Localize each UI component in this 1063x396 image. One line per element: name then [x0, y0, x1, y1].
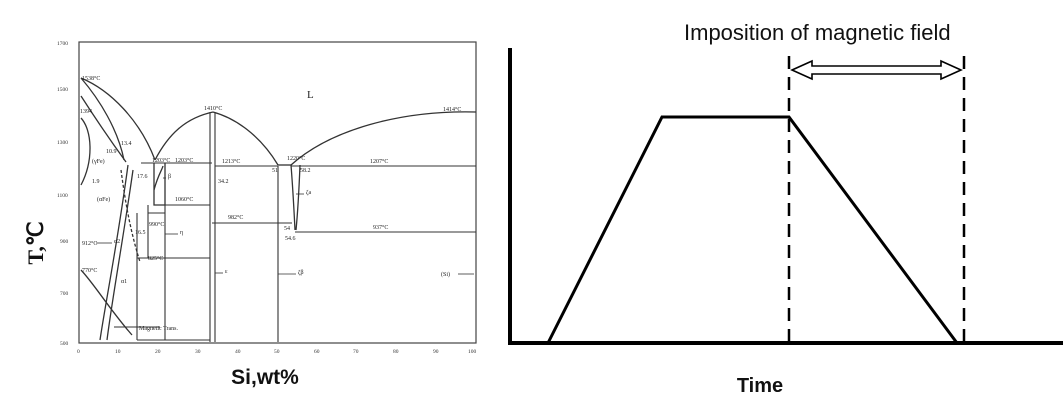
label-magnetic: Magnetic Trans. — [139, 326, 179, 332]
label-si-phase: (Si) — [441, 271, 450, 278]
label-gamma-fe: (γFe) — [92, 158, 105, 165]
liquidus-left — [80, 77, 156, 161]
label-1203: 1203°C — [175, 157, 193, 164]
y-tick-900: 900 — [60, 239, 69, 245]
y-tick-500: 500 — [60, 341, 69, 347]
label-825: 825°C — [148, 255, 163, 262]
alpha-boundary-2 — [106, 169, 134, 341]
label-1538: 1538°C — [82, 75, 100, 82]
label-770: 770°C — [82, 267, 97, 274]
y-axis-label: T,℃ — [23, 221, 48, 264]
label-982: 982°C — [228, 214, 243, 221]
compound-lines — [136, 112, 279, 342]
label-1394: 1394 — [80, 109, 92, 115]
isotherms — [114, 162, 476, 341]
x-tick-20: 20 — [155, 349, 161, 355]
timeline-title: Imposition of magnetic field — [684, 20, 951, 45]
label-1410: 1410°C — [204, 105, 222, 112]
label-1220: 1220°C — [287, 155, 305, 162]
x-axis-label: Si,wt% — [231, 366, 299, 389]
solidus-left — [80, 77, 125, 161]
label-912: 912°C — [82, 240, 97, 247]
x-tick-80: 80 — [393, 349, 399, 355]
phase-diagram: 1700 1500 1300 1100 900 700 500 0 10 20 … — [23, 41, 477, 389]
label-58-2: 58.2 — [300, 168, 311, 174]
phase-boundaries — [80, 77, 477, 341]
gamma-loop — [80, 117, 91, 186]
x-tick-100: 100 — [468, 349, 477, 355]
liquidus-left-2 — [80, 95, 127, 163]
label-epsilon: ε — [225, 269, 228, 275]
label-alpha2: α2 — [114, 239, 120, 245]
label-1207-right: 1207°C — [370, 158, 388, 165]
y-tick-1100: 1100 — [57, 193, 68, 199]
y-tick-1300: 1300 — [57, 140, 68, 146]
liquidus-dome-right — [212, 111, 279, 166]
label-13-4: 13.4 — [121, 141, 132, 147]
y-tick-700: 700 — [60, 291, 69, 297]
label-1213: 1213°C — [222, 158, 240, 165]
label-1414: 1414°C — [443, 106, 461, 113]
phase-diagram-frame — [78, 41, 477, 344]
x-tick-70: 70 — [353, 349, 359, 355]
liquidus-right — [290, 111, 477, 166]
order-dashed — [120, 169, 141, 263]
label-937: 937°C — [373, 224, 388, 231]
label-990: 990°C — [149, 221, 164, 228]
x-tick-50: 50 — [274, 349, 280, 355]
liquidus-dome-left — [154, 111, 214, 161]
x-tick-10: 10 — [115, 349, 121, 355]
label-1203-small: 1203°C — [152, 157, 170, 164]
timeline-x-label: Time — [737, 375, 783, 396]
y-tick-1700: 1700 — [57, 41, 68, 47]
beta-curve — [153, 165, 164, 191]
label-alpha1: α1 — [121, 279, 127, 285]
x-tick-60: 60 — [314, 349, 320, 355]
field-duration-arrow — [790, 59, 963, 81]
x-tick-0: 0 — [77, 349, 80, 355]
label-1060: 1060°C — [175, 196, 193, 203]
label-17-6: 17.6 — [137, 174, 148, 180]
label-34-2: 34.2 — [218, 179, 229, 185]
diagram-markers — [96, 177, 474, 275]
label-16-5: 16.5 — [135, 230, 146, 236]
label-1-9: 1.9 — [92, 179, 100, 185]
zeta-alpha-left — [290, 164, 296, 231]
label-alpha-fe: (αFe) — [97, 196, 110, 203]
label-10-9: 10.9 — [106, 149, 117, 155]
x-tick-40: 40 — [235, 349, 241, 355]
label-zeta-b: ζβ — [298, 269, 304, 276]
timeline-chart: Imposition of magnetic field Time — [508, 20, 1063, 396]
label-54: 54 — [284, 226, 290, 232]
label-liquid: L — [307, 89, 314, 101]
label-54-6: 54.6 — [285, 236, 296, 242]
label-beta: β — [168, 174, 171, 180]
x-tick-90: 90 — [433, 349, 439, 355]
label-51: 51 — [272, 168, 278, 174]
label-eta: η — [180, 230, 183, 236]
temperature-profile — [546, 115, 959, 344]
x-tick-30: 30 — [195, 349, 201, 355]
label-zeta-a: ζa — [306, 189, 311, 196]
y-tick-1500: 1500 — [57, 87, 68, 93]
zeta-alpha-right — [295, 164, 301, 231]
